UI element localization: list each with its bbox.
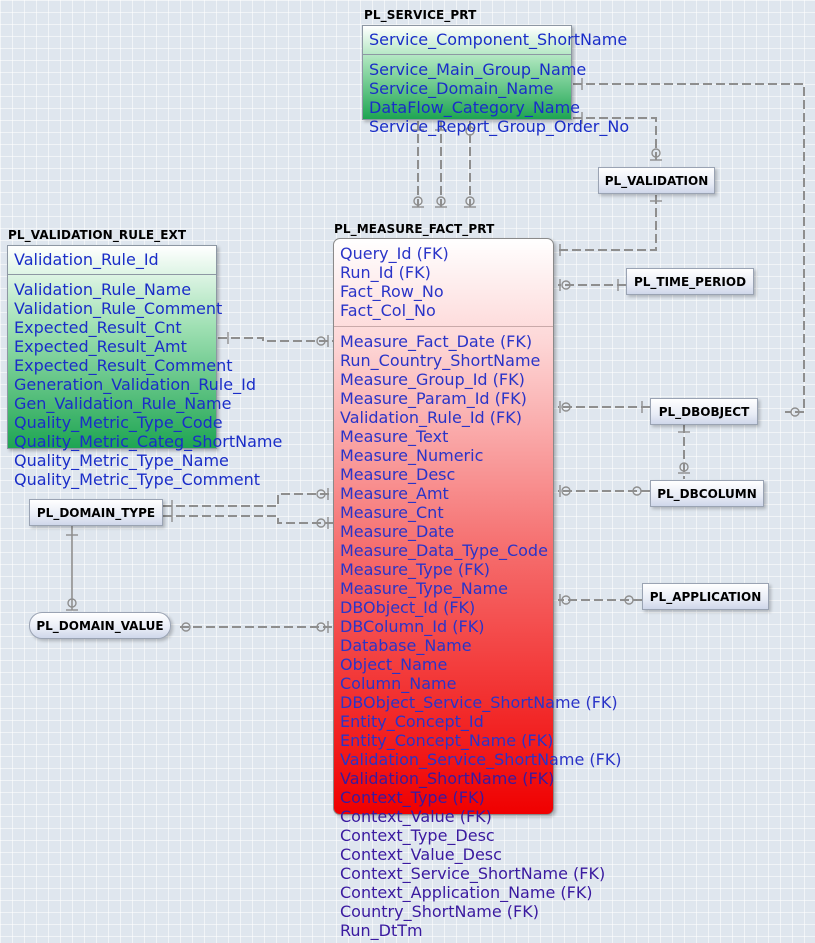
measure-fact-prt-field: Measure_Data_Type_Code (340, 541, 548, 560)
ref-pl-domain-value[interactable]: PL_DOMAIN_VALUE (29, 612, 171, 639)
measure-fact-prt-field: Measure_Type (FK) (340, 560, 491, 579)
service-prt-field: Service_Report_Group_Order_No (369, 117, 630, 136)
ref-pl-dbcolumn[interactable]: PL_DBCOLUMN (650, 480, 764, 507)
measure-fact-prt-field: Validation_ShortName (FK) (340, 769, 555, 788)
measure-fact-prt-field: Run_Country_ShortName (340, 351, 541, 370)
link-domaintype-measure-2[interactable] (163, 515, 333, 524)
ref-pl-application[interactable]: PL_APPLICATION (642, 583, 769, 610)
measure-fact-prt-field: Measure_Amt (340, 484, 449, 503)
validation-rule-ext-field: Generation_Validation_Rule_Id (14, 375, 256, 394)
link-service-validation[interactable] (573, 117, 657, 160)
measure-fact-prt-field: Measure_Date (340, 522, 455, 541)
validation-rule-ext-field: Quality_Metric_Categ_ShortName (14, 432, 283, 451)
link-validation-measure[interactable] (555, 195, 657, 251)
validation-rule-ext-title: PL_VALIDATION_RULE_EXT (8, 228, 187, 242)
measure-fact-prt-field: Context_Application_Name (FK) (340, 883, 593, 902)
measure-fact-prt-field: Measure_Param_Id (FK) (340, 389, 527, 408)
validation-rule-ext-field: Expected_Result_Amt (14, 337, 187, 356)
measure-fact-prt-field: Context_Value (FK) (340, 807, 492, 826)
ref-pl-validation[interactable]: PL_VALIDATION (598, 167, 715, 194)
measure-fact-prt-field: Context_Type (FK) (340, 788, 485, 807)
measure-fact-prt-field: Context_Type_Desc (340, 826, 495, 845)
link-validationrule-measure[interactable] (218, 337, 333, 342)
measure-fact-prt-field: Measure_Cnt (340, 503, 444, 522)
ref-pl-dbobject[interactable]: PL_DBOBJECT (650, 398, 758, 425)
validation-rule-ext-field: Quality_Metric_Type_Code (14, 413, 223, 432)
measure-fact-prt-field: Measure_Desc (340, 465, 456, 484)
relationship-lines (66, 78, 805, 633)
measure-fact-prt-key-field: Fact_Col_No (340, 301, 436, 320)
measure-fact-prt-field: Column_Name (340, 674, 457, 693)
measure-fact-prt-field: Object_Name (340, 655, 448, 674)
measure-fact-prt-key-field: Run_Id (FK) (340, 263, 431, 282)
measure-fact-prt-field: DBColumn_Id (FK) (340, 617, 485, 636)
measure-fact-prt-field: Measure_Type_Name (340, 579, 508, 598)
measure-fact-prt-attribute-section: Measure_Fact_Date (FK)Run_Country_ShortN… (334, 327, 622, 943)
measure-fact-prt-field: Run_DtTm (340, 921, 423, 940)
service-prt-field: Service_Main_Group_Name (369, 60, 587, 79)
measure-fact-prt-field: Entity_Concept_Name (FK) (340, 731, 554, 750)
relationship-markers (66, 78, 800, 633)
service-prt-key-section: Service_Component_ShortName (363, 26, 628, 55)
measure-fact-prt-field: Entity_Concept_Id (340, 712, 484, 731)
validation-rule-ext-field: Validation_Rule_Name (14, 280, 192, 299)
service-prt-key-field: Service_Component_ShortName (369, 30, 628, 49)
validation-rule-ext-field: Expected_Result_Cnt (14, 318, 182, 337)
measure-fact-prt-title: PL_MEASURE_FACT_PRT (334, 222, 495, 236)
link-domaintype-measure-1[interactable] (163, 493, 333, 507)
validation-rule-ext-key-section: Validation_Rule_Id (8, 246, 216, 275)
measure-fact-prt-field: Context_Service_ShortName (FK) (340, 864, 606, 883)
measure-fact-prt-field: Country_ShortName (FK) (340, 902, 539, 921)
measure-fact-prt-field: Measure_Group_Id (FK) (340, 370, 525, 389)
measure-fact-prt-field: Measure_Text (340, 427, 449, 446)
er-diagram-canvas: PL_SERVICE_PRT Service_Component_ShortNa… (7, 8, 805, 940)
measure-fact-prt-field: Validation_Service_ShortName (FK) (340, 750, 622, 769)
measure-fact-prt-key-field: Query_Id (FK) (340, 244, 449, 263)
service-prt-entity[interactable]: Service_Component_ShortName Service_Main… (362, 25, 629, 136)
measure-fact-prt-key-field: Fact_Row_No (340, 282, 444, 301)
validation-rule-ext-field: Expected_Result_Comment (14, 356, 233, 375)
measure-fact-prt-field: DBObject_Service_ShortName (FK) (340, 693, 618, 712)
measure-fact-prt-field: Context_Value_Desc (340, 845, 502, 864)
measure-fact-prt-field: Validation_Rule_Id (FK) (340, 408, 522, 427)
ref-pl-domain-type[interactable]: PL_DOMAIN_TYPE (29, 499, 163, 526)
measure-fact-prt-field: DBObject_Id (FK) (340, 598, 476, 617)
validation-rule-ext-key-field: Validation_Rule_Id (14, 250, 159, 269)
service-prt-field: Service_Domain_Name (369, 79, 554, 98)
measure-fact-prt-field: Measure_Fact_Date (FK) (340, 332, 533, 351)
measure-fact-prt-field: Database_Name (340, 636, 472, 655)
service-prt-title: PL_SERVICE_PRT (364, 8, 477, 22)
validation-rule-ext-field: Validation_Rule_Comment (14, 299, 223, 318)
link-service-dbobject[interactable] (573, 83, 805, 413)
measure-fact-prt-field: Measure_Numeric (340, 446, 484, 465)
validation-rule-ext-field: Quality_Metric_Type_Comment (14, 470, 261, 489)
validation-rule-ext-field: Gen_Validation_Rule_Name (14, 394, 232, 413)
ref-pl-time-period[interactable]: PL_TIME_PERIOD (626, 268, 754, 295)
service-prt-field: DataFlow_Category_Name (369, 98, 581, 117)
validation-rule-ext-field: Quality_Metric_Type_Name (14, 451, 229, 470)
